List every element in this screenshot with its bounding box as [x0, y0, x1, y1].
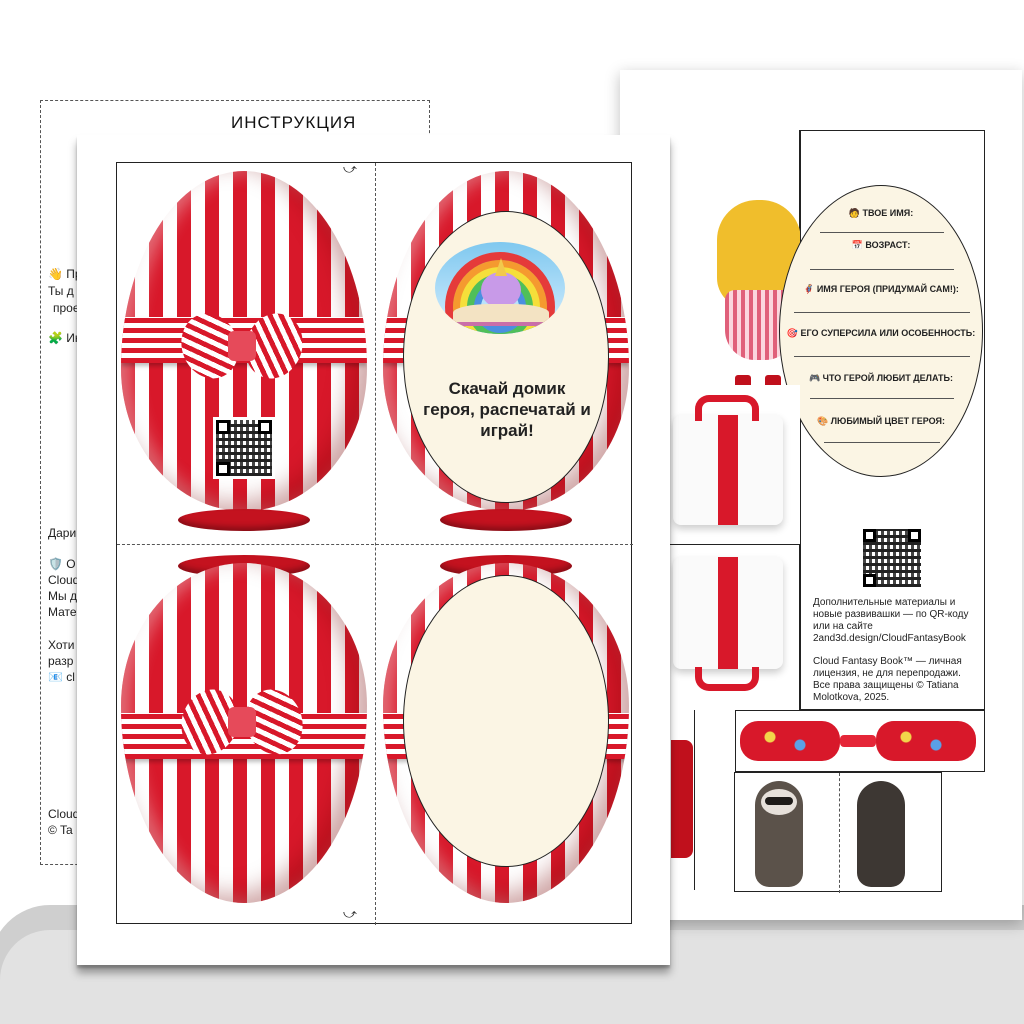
- qr-code[interactable]: [213, 417, 275, 479]
- instruction-fragment: 📧 cl: [48, 670, 75, 684]
- suitcase-strap: [718, 557, 738, 669]
- bottle-image: [876, 721, 976, 761]
- instruction-fragment: Cloud: [48, 807, 80, 821]
- suitcase-handle: [695, 667, 759, 691]
- cut-grid: Скачай домик героя, распечатай и играй!: [116, 162, 633, 925]
- form-field-hobby: 🎮 ЧТО ГЕРОЙ ЛЮБИТ ДЕЛАТЬ:: [808, 373, 954, 383]
- suitcase-handle: [695, 395, 759, 421]
- instruction-fragment: Хоти: [48, 638, 75, 652]
- info-text: Дополнительные материалы и новые развива…: [813, 597, 969, 644]
- fold-line: [839, 773, 840, 893]
- open-book: [453, 304, 549, 326]
- form-line: [794, 312, 970, 313]
- raccoon-panel: [734, 772, 942, 893]
- raccoon-mask: [765, 797, 793, 805]
- egg-sheet: Скачай домик героя, распечатай и играй! …: [77, 135, 670, 965]
- unicorn-horn: [495, 258, 507, 276]
- instruction-fragment: Мы д: [48, 589, 77, 603]
- fold-arrow-icon: ⤻: [343, 906, 357, 921]
- egg-bow: [172, 303, 312, 393]
- form-field-name: 🧑 ТВОЕ ИМЯ:: [848, 208, 914, 218]
- instruction-fragment: Мате: [48, 605, 77, 619]
- suitcase-strap: [718, 415, 738, 525]
- suitcase-back-image: [673, 557, 783, 669]
- qr-finder: [216, 462, 230, 476]
- box-panel: [665, 710, 695, 890]
- unicorn-book-image: [435, 242, 565, 334]
- fold-arrow-icon: ⤻: [343, 161, 357, 176]
- bottle-panel: [735, 710, 985, 772]
- form-field-superpower: 🎯 ЕГО СУПЕРСИЛА ИЛИ ОСОБЕННОСТЬ:: [786, 328, 976, 338]
- suitcase-panel: [665, 385, 800, 545]
- license-text: Cloud Fantasy Book™ — личная лицензия, н…: [813, 656, 962, 703]
- hero-form-oval: 🧑 ТВОЕ ИМЯ: 📅 ВОЗРАСТ: 🦸 ИМЯ ГЕРОЯ (ПРИД…: [779, 185, 983, 477]
- egg-bow: [172, 675, 312, 765]
- form-line: [820, 232, 944, 233]
- instruction-fragment: прое: [53, 301, 80, 315]
- instruction-fragment: разр: [48, 654, 74, 668]
- red-box-image: [671, 740, 693, 858]
- bottle-neck: [840, 735, 876, 747]
- form-line: [810, 269, 954, 270]
- egg-stand: [178, 509, 310, 531]
- bow-knot: [228, 707, 256, 737]
- raccoon-back-image: [857, 781, 905, 887]
- form-line: [810, 398, 954, 399]
- instruction-title: ИНСТРУКЦИЯ: [231, 113, 357, 132]
- download-message: Скачай домик героя, распечатай и играй!: [423, 379, 591, 440]
- cutout-sheet: 🧑 ТВОЕ ИМЯ: 📅 ВОЗРАСТ: 🦸 ИМЯ ГЕРОЯ (ПРИД…: [620, 70, 1022, 920]
- blank-oval: [403, 575, 609, 867]
- qr-code[interactable]: [863, 529, 921, 587]
- form-line: [824, 442, 940, 443]
- instruction-fragment: Ты д: [48, 284, 74, 298]
- suitcase-image: [673, 415, 783, 525]
- qr-finder: [258, 420, 272, 434]
- form-line: [794, 356, 970, 357]
- form-field-hero-name: 🦸 ИМЯ ГЕРОЯ (ПРИДУМАЙ САМ!):: [803, 284, 959, 294]
- qr-finder: [908, 529, 921, 542]
- qr-finder: [863, 529, 876, 542]
- bow-knot: [228, 331, 256, 361]
- bottle-image: [740, 721, 840, 761]
- rainbow: [445, 252, 555, 334]
- qr-finder: [216, 420, 230, 434]
- fold-line-horizontal: [117, 544, 633, 545]
- qr-finder: [863, 574, 876, 587]
- suitcase-back-panel: [665, 545, 800, 710]
- hero-card-panel: 🧑 ТВОЕ ИМЯ: 📅 ВОЗРАСТ: 🦸 ИМЯ ГЕРОЯ (ПРИД…: [779, 130, 985, 710]
- form-field-color: 🎨 ЛЮБИМЫЙ ЦВЕТ ГЕРОЯ:: [817, 416, 945, 426]
- instruction-fragment: 🛡️ О: [48, 557, 76, 571]
- instruction-fragment: Дари: [48, 526, 77, 540]
- instruction-fragment: Cloud: [48, 573, 80, 587]
- egg-stand: [440, 509, 572, 531]
- raccoon-front-image: [755, 781, 803, 887]
- unicorn-head: [481, 272, 521, 308]
- instruction-fragment: © Ta: [48, 823, 73, 837]
- download-oval: Скачай домик героя, распечатай и играй!: [403, 211, 609, 503]
- form-field-age: 📅 ВОЗРАСТ:: [851, 240, 911, 250]
